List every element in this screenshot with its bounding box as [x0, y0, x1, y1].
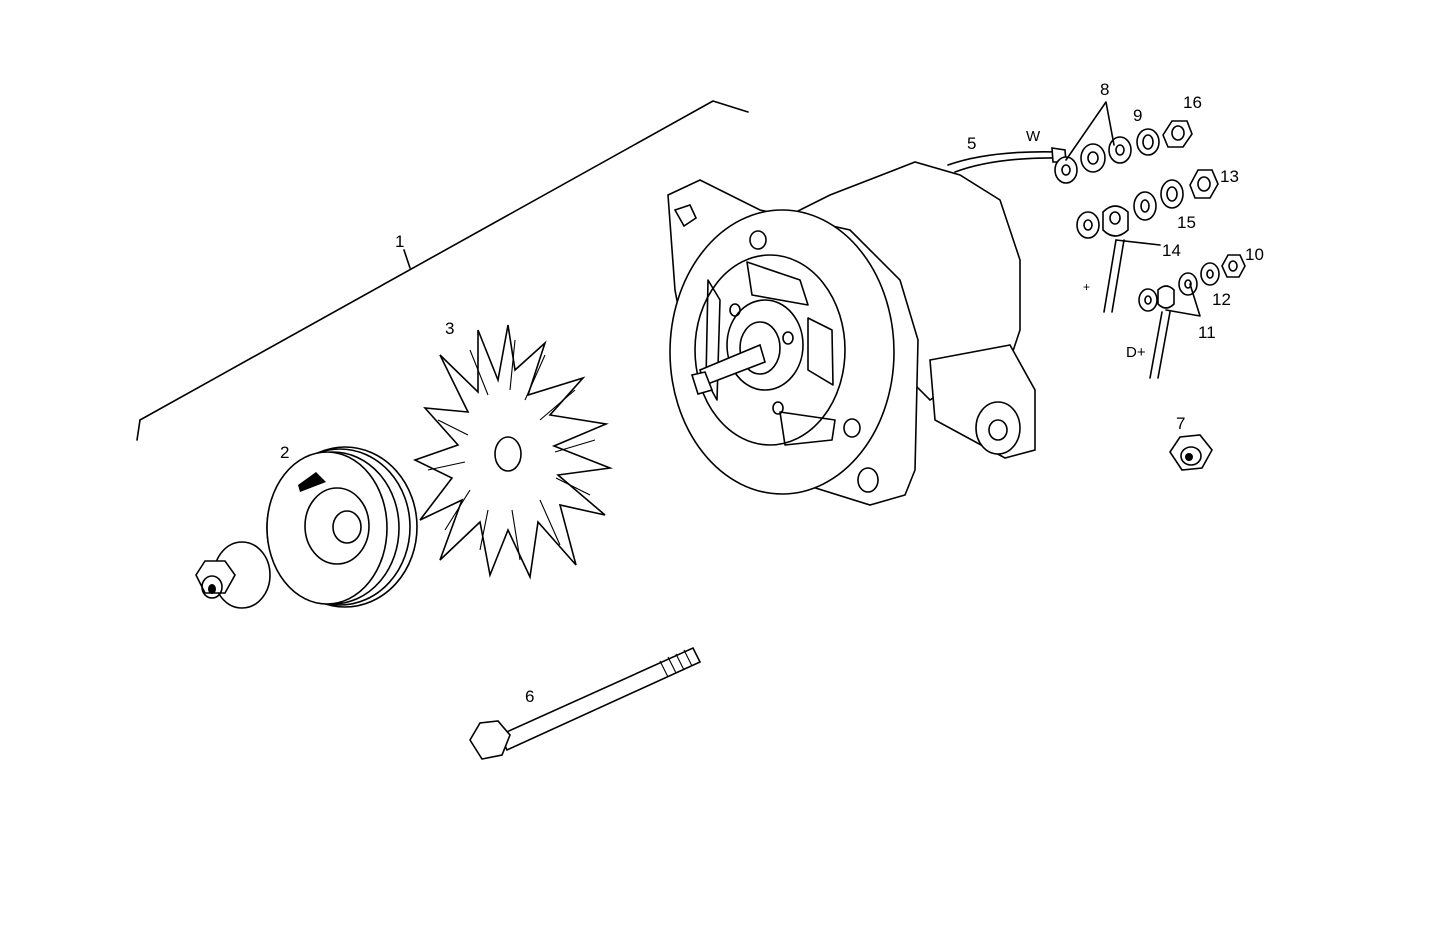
nut [1169, 434, 1213, 471]
fan [412, 324, 614, 580]
terminal-hardware-plus [1076, 169, 1219, 313]
terminal-hardware-w [1054, 101, 1193, 184]
terminal-plus-label: + [1083, 280, 1090, 294]
terminal-w-label: W [1026, 128, 1041, 145]
callout-12: 12 [1212, 290, 1231, 309]
assembly-bracket [136, 100, 749, 441]
terminal-d-plus-label: D+ [1126, 344, 1146, 361]
callout-7: 7 [1176, 414, 1185, 433]
pulley [266, 446, 418, 608]
callout-6: 6 [525, 687, 534, 706]
callout-1: 1 [395, 232, 404, 251]
callout-10: 10 [1245, 245, 1264, 264]
alternator-body [667, 161, 1036, 506]
callout-11: 11 [1198, 323, 1216, 342]
callout-16: 16 [1183, 93, 1202, 112]
callout-14: 14 [1162, 241, 1181, 260]
callout-3: 3 [445, 319, 454, 338]
terminal-hardware-d-plus [1138, 254, 1246, 379]
callout-13: 13 [1220, 167, 1239, 186]
callout-9: 9 [1133, 106, 1142, 125]
callout-2: 2 [280, 443, 289, 462]
pulley-nut [195, 541, 271, 609]
bolt [469, 646, 702, 760]
callout-5: 5 [967, 134, 976, 153]
callout-labels: 1 2 3 5 6 7 8 9 10 11 12 13 14 15 16 W +… [280, 80, 1264, 706]
callout-8: 8 [1100, 80, 1109, 99]
wire-w [947, 147, 1067, 173]
callout-15: 15 [1177, 213, 1196, 232]
